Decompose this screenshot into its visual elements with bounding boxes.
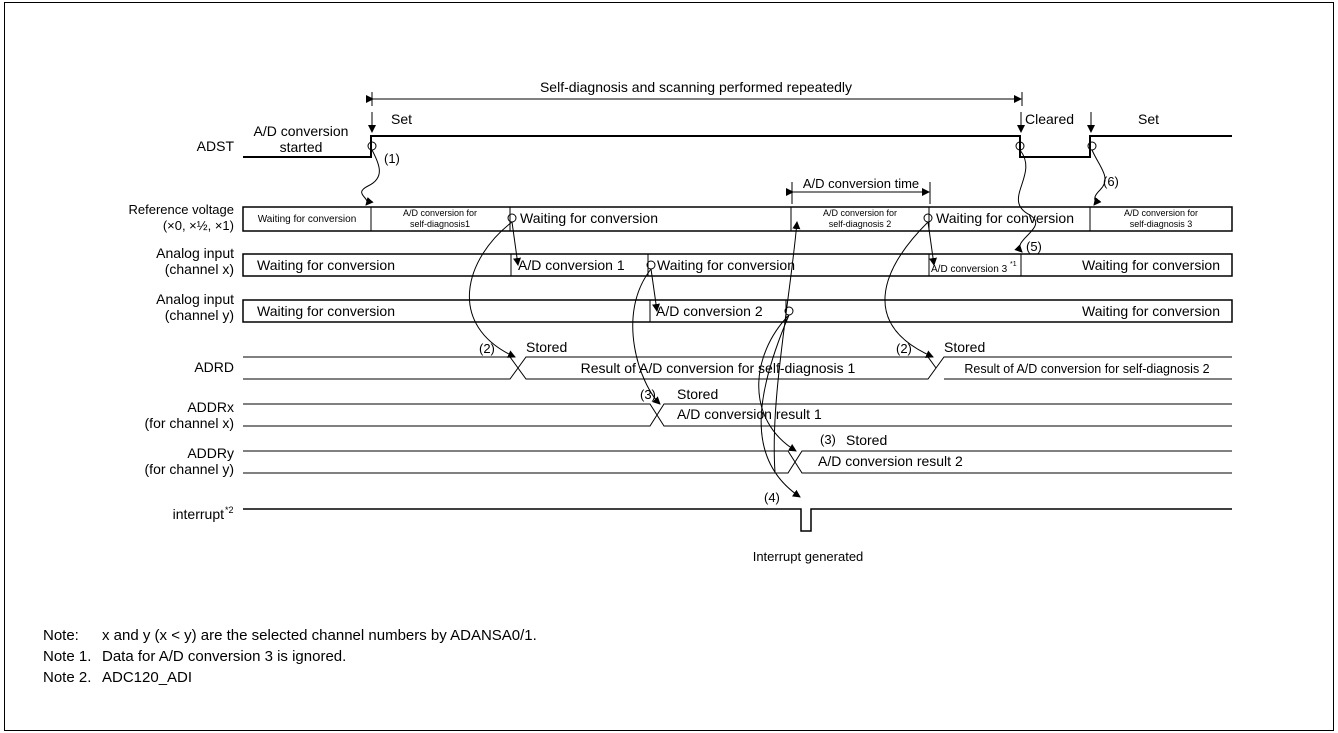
- addry-bus-1: [243, 450, 796, 474]
- set-label: Set: [391, 111, 412, 127]
- ref-seg-sd2-b: self-diagnosis 2: [829, 219, 892, 229]
- ref-circle-2: [923, 213, 933, 223]
- flow-arrow-2a: [468, 221, 516, 358]
- adrd-bus-1: [243, 356, 519, 380]
- signal-ax-2: (channel x): [165, 261, 234, 277]
- signal-interrupt-sup: *2: [225, 505, 234, 515]
- signal-ref-2: (×0, ×½, ×1): [163, 218, 234, 233]
- flow-arrow-3c: [758, 314, 797, 452]
- signal-addrx-1: ADDRx: [187, 399, 234, 415]
- ax-row-box: [242, 253, 1233, 277]
- signal-adrd: ADRD: [194, 359, 234, 375]
- flow-arrow-4b: [773, 221, 801, 473]
- notes-block: Note: x and y (x < y) are the selected c…: [43, 625, 537, 688]
- adrd-value-2: Result of A/D conversion for self-diagno…: [964, 362, 1209, 376]
- ref-seg-sd3-a: A/D conversion for: [1124, 208, 1198, 218]
- ad-started-line1: A/D conversion: [254, 123, 349, 139]
- ref-circle-1: [507, 213, 517, 223]
- note-label: Note:: [43, 627, 79, 644]
- note-text: ADC120_ADI: [102, 669, 193, 686]
- addry-bus-2: [794, 450, 1232, 474]
- stored-label-addry: Stored: [846, 432, 887, 448]
- signal-ax-1: Analog input: [156, 245, 234, 261]
- ref-seg-sd1-a: A/D conversion for: [403, 208, 477, 218]
- note-label: Note 2.: [43, 669, 92, 686]
- addry-value: A/D conversion result 2: [818, 453, 963, 469]
- ref-seg-wait-big: Waiting for conversion: [520, 210, 658, 226]
- step-3a: (3): [640, 387, 656, 402]
- adrd-value-1: Result of A/D conversion for self-diagno…: [581, 360, 856, 376]
- ad-started-line2: started: [280, 139, 323, 155]
- set2-label: Set: [1138, 111, 1159, 127]
- cleared-label: Cleared: [1025, 111, 1074, 127]
- adrd-bus-3: [935, 356, 1232, 380]
- flow-arrow-4: [760, 314, 801, 498]
- signal-addrx-2: (for channel x): [145, 415, 234, 431]
- flow-arrow-3b: [650, 268, 660, 312]
- flow-arrow-2c: [884, 221, 934, 358]
- interrupt-waveform: [243, 508, 1232, 532]
- diagram-title: Self-diagnosis and scanning performed re…: [540, 79, 852, 95]
- ay-row-box: [242, 299, 1233, 323]
- signal-ay-1: Analog input: [156, 291, 234, 307]
- addrx-bus-1: [243, 403, 658, 427]
- note-row: Note: x and y (x < y) are the selected c…: [43, 625, 537, 646]
- step-5: (5): [1026, 239, 1042, 254]
- flow-arrow-2b: [511, 221, 521, 266]
- addrx-value: A/D conversion result 1: [677, 406, 822, 422]
- ref-seg-sd3-b: self-diagnosis 3: [1130, 219, 1193, 229]
- step-3b: (3): [820, 432, 836, 447]
- step-1: (1): [384, 151, 400, 166]
- flow-arrow-1: [361, 149, 380, 206]
- step-2a: (2): [479, 341, 495, 356]
- note-label: Note 1.: [43, 648, 92, 665]
- ax-seg-conv1: A/D conversion 1: [518, 257, 625, 273]
- signal-interrupt: interrupt: [173, 506, 224, 522]
- diagram-frame: [4, 2, 1334, 731]
- ref-seg-sd1-b: self-diagnosis1: [410, 219, 470, 229]
- flow-arrow-6: [1091, 149, 1106, 206]
- step-2b: (2): [896, 341, 912, 356]
- stored-label-adrd2: Stored: [944, 339, 985, 355]
- step-6: (6): [1103, 174, 1119, 189]
- note-row: Note 2. ADC120_ADI: [43, 667, 537, 688]
- ay-seg-wait2: Waiting for conversion: [1082, 303, 1220, 319]
- stored-label-adrd1: Stored: [526, 339, 567, 355]
- ref-seg-wait-big2: Waiting for conversion: [936, 210, 1074, 226]
- interrupt-generated-label: Interrupt generated: [753, 549, 864, 564]
- ax-seg-conv3: A/D conversion 3: [931, 264, 1008, 275]
- stored-label-addrx: Stored: [677, 386, 718, 402]
- signal-adst: ADST: [197, 138, 235, 154]
- note-row: Note 1. Data for A/D conversion 3 is ign…: [43, 646, 537, 667]
- ref-seg-wait-small: Waiting for conversion: [258, 214, 357, 225]
- signal-addry-2: (for channel y): [145, 461, 234, 477]
- ay-seg-wait1: Waiting for conversion: [257, 303, 395, 319]
- ax-seg-conv3-sup: *1: [1010, 261, 1017, 268]
- signal-addry-1: ADDRy: [187, 445, 234, 461]
- note-text: x and y (x < y) are the selected channel…: [102, 627, 537, 644]
- conv-time-label: A/D conversion time: [803, 176, 919, 191]
- flow-arrow-2d: [927, 221, 937, 266]
- ay-seg-conv2: A/D conversion 2: [656, 303, 763, 319]
- signal-ref-1: Reference voltage: [128, 202, 234, 217]
- ref-row-box: [242, 206, 1233, 232]
- ref-seg-sd2-a: A/D conversion for: [823, 208, 897, 218]
- adst-waveform: [243, 135, 1232, 158]
- ax-seg-wait3: Waiting for conversion: [1082, 257, 1220, 273]
- flow-arrow-5: [1014, 149, 1037, 253]
- flow-arrow-3a: [632, 268, 661, 405]
- step-4: (4): [764, 490, 780, 505]
- signal-ay-2: (channel y): [165, 307, 234, 323]
- ax-seg-wait1: Waiting for conversion: [257, 257, 395, 273]
- addrx-bus-2: [656, 403, 1232, 427]
- note-text: Data for A/D conversion 3 is ignored.: [102, 648, 347, 665]
- ax-seg-wait2: Waiting for conversion: [657, 257, 795, 273]
